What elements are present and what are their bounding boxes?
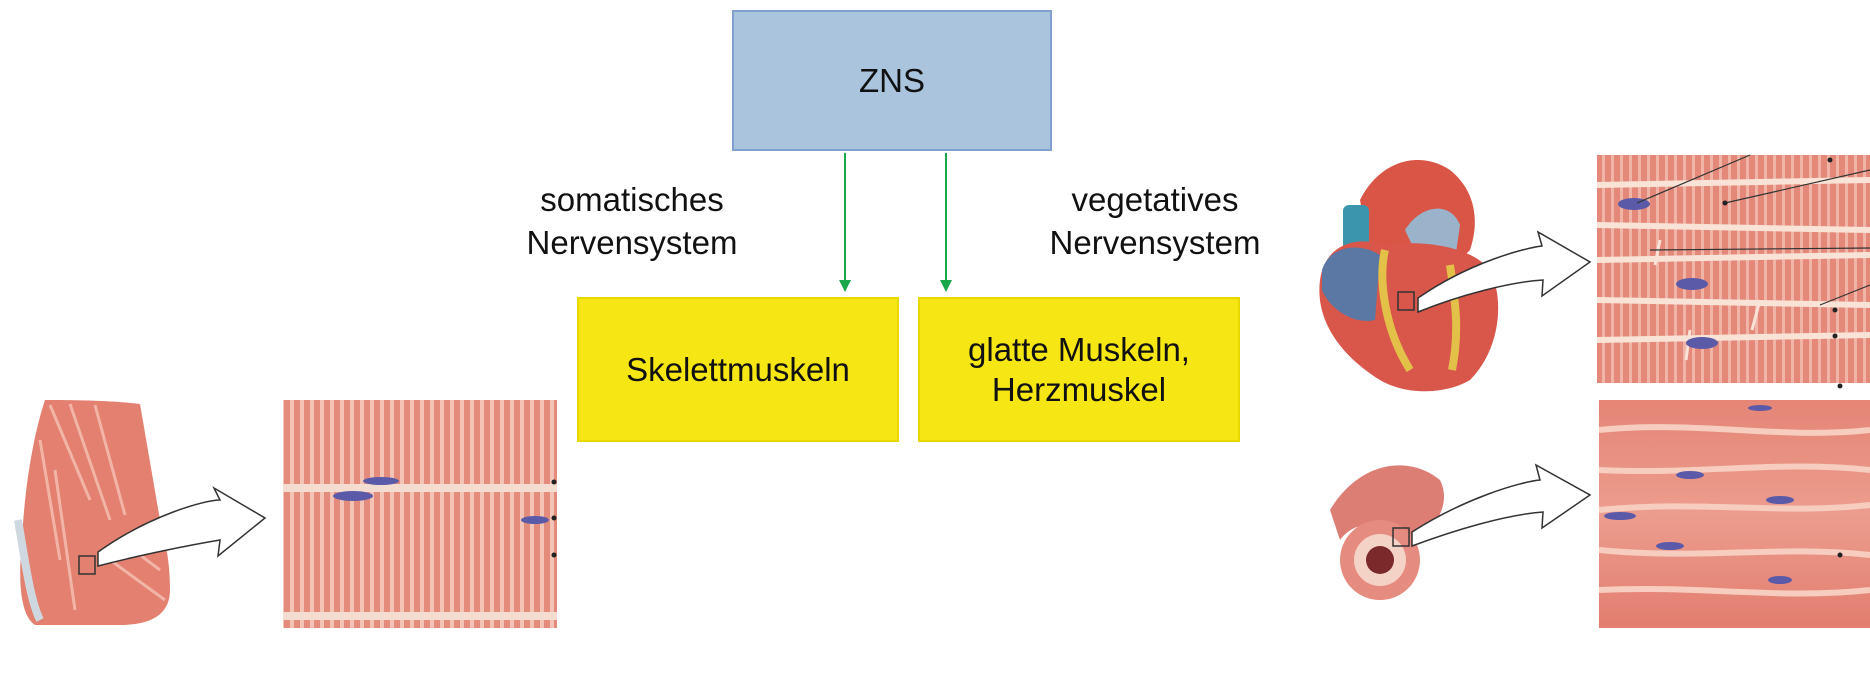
skeletal-muscle-node: Skelettmuskeln [577, 297, 899, 442]
arm-muscle-image [14, 400, 267, 625]
skeletal-muscle-tissue-image [283, 400, 557, 628]
smooth-cardiac-muscle-label: glatte Muskeln, Herzmuskel [968, 330, 1190, 408]
zns-label: ZNS [859, 61, 925, 99]
intestine-image [1330, 463, 1592, 600]
smooth-cardiac-muscle-node: glatte Muskeln, Herzmuskel [918, 297, 1240, 442]
skeletal-muscle-label: Skelettmuskeln [626, 350, 850, 388]
somatic-nervous-system-label: somatisches Nervensystem [526, 181, 738, 261]
zns-node: ZNS [732, 10, 1052, 151]
vegetative-nervous-system-label: vegetatives Nervensystem [1049, 181, 1261, 261]
smooth-muscle-tissue-image [1598, 400, 1870, 628]
cardiac-muscle-tissue-image [1596, 154, 1870, 389]
heart-image [1319, 160, 1592, 392]
